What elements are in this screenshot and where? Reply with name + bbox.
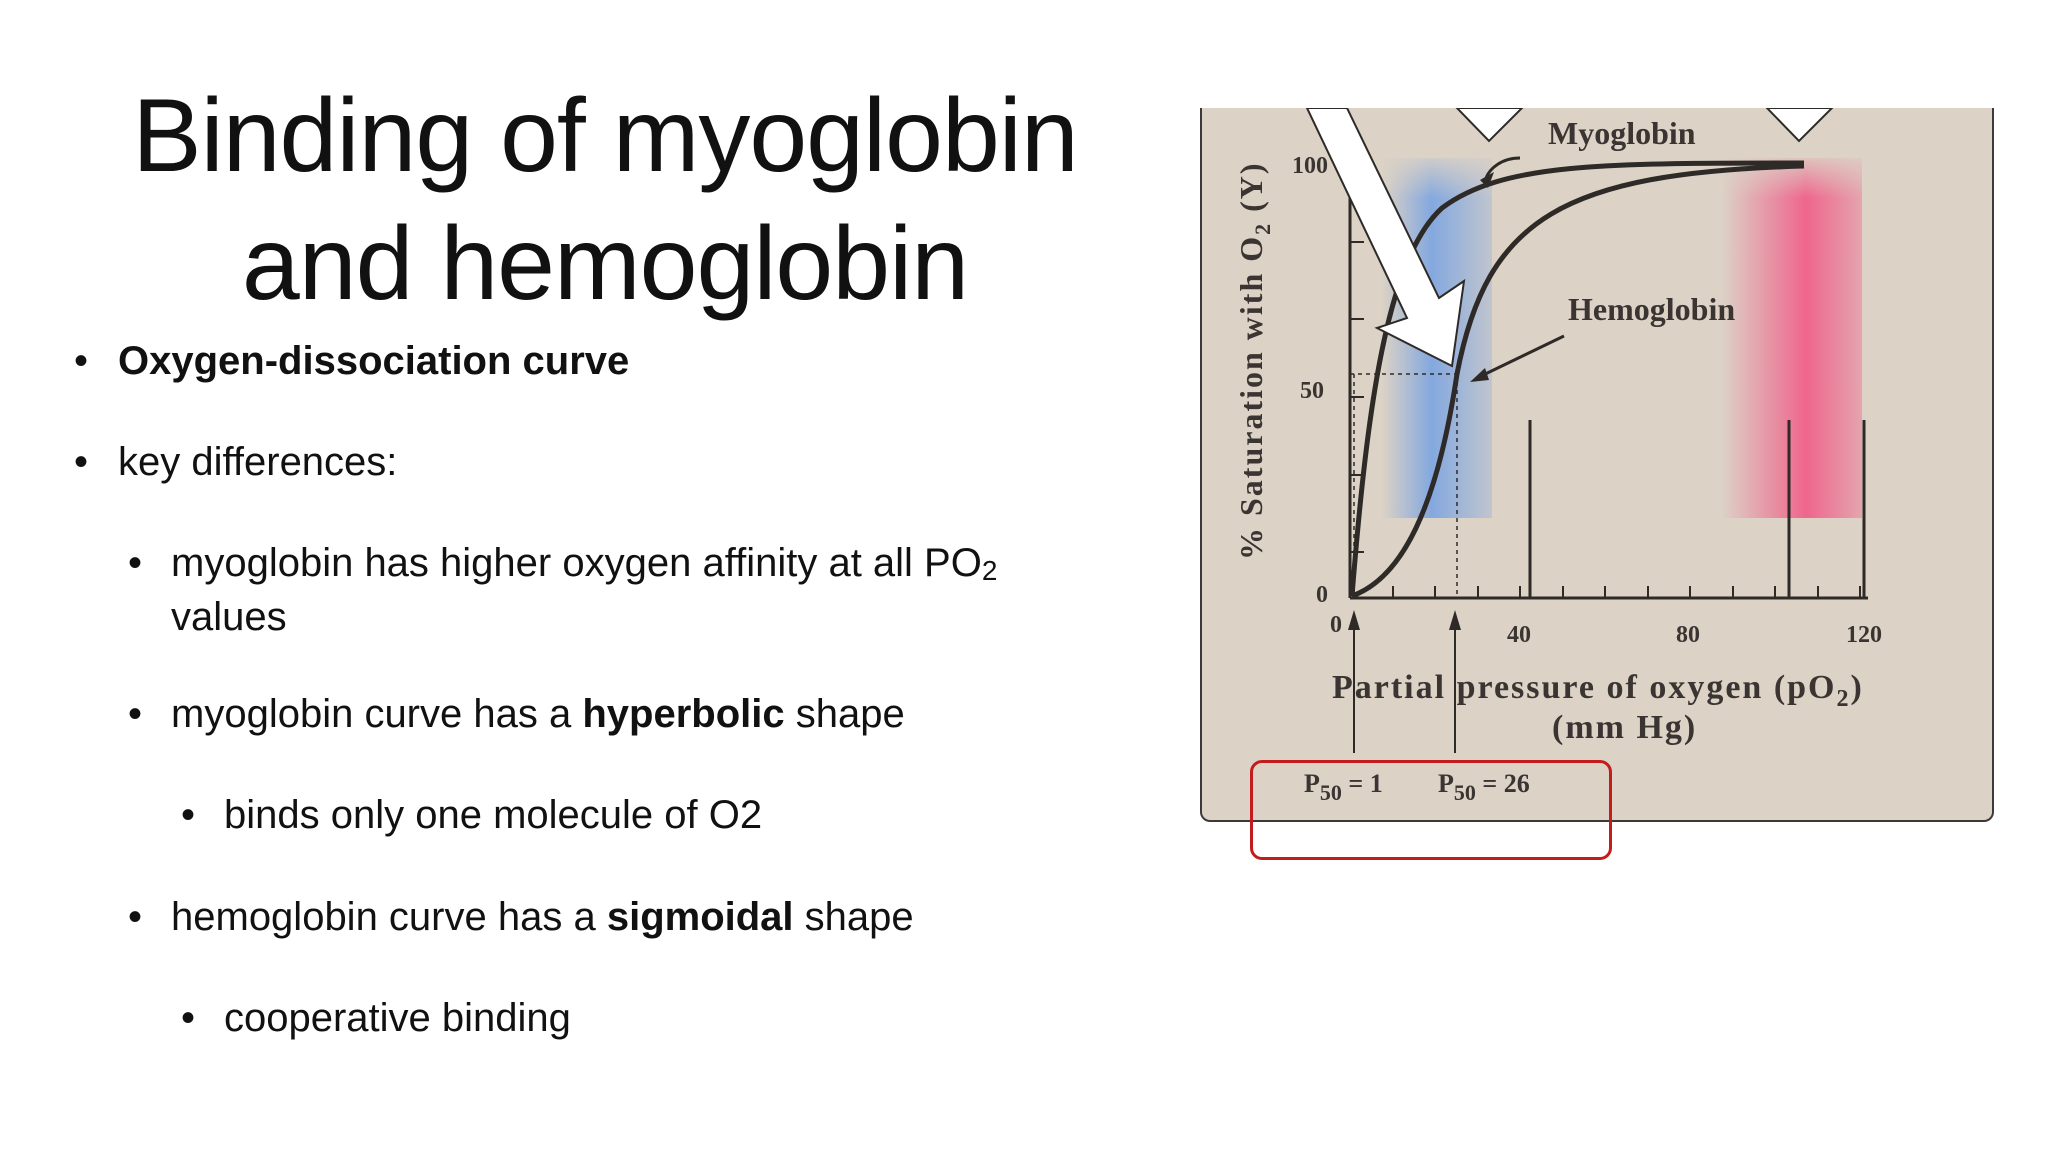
bullet-dot: • [74,339,89,383]
subscript: 2 [981,555,998,586]
title-line-1: Binding of myoglobin [132,78,1079,194]
y-axis-label-suffix: (Y) [1233,161,1269,221]
bullet-text: myoglobin has higher oxygen affinity at … [171,541,982,585]
x-axis-units: (mm Hg) [1552,709,1697,746]
p50-subscript: 50 [1454,780,1476,805]
y-axis-label-text: % Saturation with O [1233,235,1269,560]
x-axis-label-subscript: 2 [1837,686,1851,712]
arterial-triangle-icon [1765,108,1834,143]
bullet-text-continued: values [171,595,287,639]
oxygen-dissociation-figure: 100 50 0 0 40 80 120 Myoglobin Hemoglobi… [1200,108,1994,822]
up-arrow-icon [1348,610,1360,630]
bullet-dot: • [181,996,196,1040]
myoglobin-curve [1349,160,1805,597]
white-arrow-icon [1305,108,1466,368]
bullet-sigmoidal: hemoglobin curve has a sigmoidal shape [171,892,914,942]
x-tick-label-0: 0 [1330,612,1342,638]
bullet-text: myoglobin curve has a [171,692,583,736]
bullet-dot: • [128,541,143,585]
bullet-text: shape [793,895,914,939]
bullet-bold-text: sigmoidal [606,895,794,939]
bullet-dot: • [181,793,196,837]
bullet-bold-text: hyperbolic [582,692,785,736]
bullet-dot: • [128,692,143,736]
x-axis-label: Partial pressure of oxygen (pO2) [1332,669,1864,712]
hemoglobin-curve [1351,163,1805,599]
bullet-bold-text: Oxygen-dissociation curve [118,339,630,383]
slide-title: Binding of myoglobin and hemoglobin [60,72,1150,328]
bullet-list: • Oxygen-dissociation curve • key differ… [74,336,1071,1040]
hemoglobin-label: Hemoglobin [1568,291,1735,327]
p50-hemoglobin-label: P50 = 26 [1438,769,1530,805]
bullet-text: hemoglobin curve has a [171,895,607,939]
y-tick-label-50: 50 [1300,378,1324,404]
up-arrow-icon [1449,610,1461,630]
p50-value: = 26 [1476,769,1530,798]
dissociation-curve-graphic: 100 50 0 0 40 80 120 Myoglobin Hemoglobi… [1233,108,1912,805]
x-axis-label-suffix: ) [1851,669,1864,706]
bullet-dot: • [128,895,143,939]
p50-highlight-box [1250,760,1612,860]
y-tick-label-0: 0 [1316,582,1328,608]
bullet-oxygen-dissociation: Oxygen-dissociation curve [118,336,629,386]
bullet-text: shape [784,692,905,736]
p50-prefix: P [1304,769,1320,798]
y-axis-label-subscript: 2 [1250,222,1275,235]
bullet-one-molecule: binds only one molecule of O2 [224,793,763,837]
p50-value: = 1 [1342,769,1383,798]
title-line-2: and hemoglobin [241,206,969,322]
p50-subscript: 50 [1320,780,1342,805]
arterial-region-band [1722,158,1862,518]
bullet-dot: • [74,440,89,484]
y-tick-label-100: 100 [1292,153,1328,179]
bullet-cooperative: cooperative binding [224,996,571,1040]
myoglobin-pointer-head-icon [1480,172,1494,188]
x-axis-label-text: Partial pressure of oxygen (pO [1332,669,1837,706]
x-tick-label-40: 40 [1507,622,1531,648]
x-ticks [1392,586,1861,598]
x-tick-label-80: 80 [1676,622,1700,648]
hemoglobin-pointer [1476,334,1565,380]
bullet-hyperbolic: myoglobin curve has a hyperbolic shape [171,689,905,739]
p50-prefix: P [1438,769,1454,798]
p50-myoglobin-label: P50 = 1 [1304,769,1383,805]
venous-triangle-icon [1455,108,1524,143]
myoglobin-pointer [1484,156,1521,179]
bullet-key-differences: key differences: [118,440,398,484]
myoglobin-label: Myoglobin [1548,115,1696,151]
y-axis-label: % Saturation with O2 (Y) [1233,161,1275,560]
bullet-higher-affinity: myoglobin has higher oxygen affinity at … [171,538,1071,642]
hemoglobin-pointer-head-icon [1470,368,1489,382]
x-tick-label-120: 120 [1846,622,1882,648]
